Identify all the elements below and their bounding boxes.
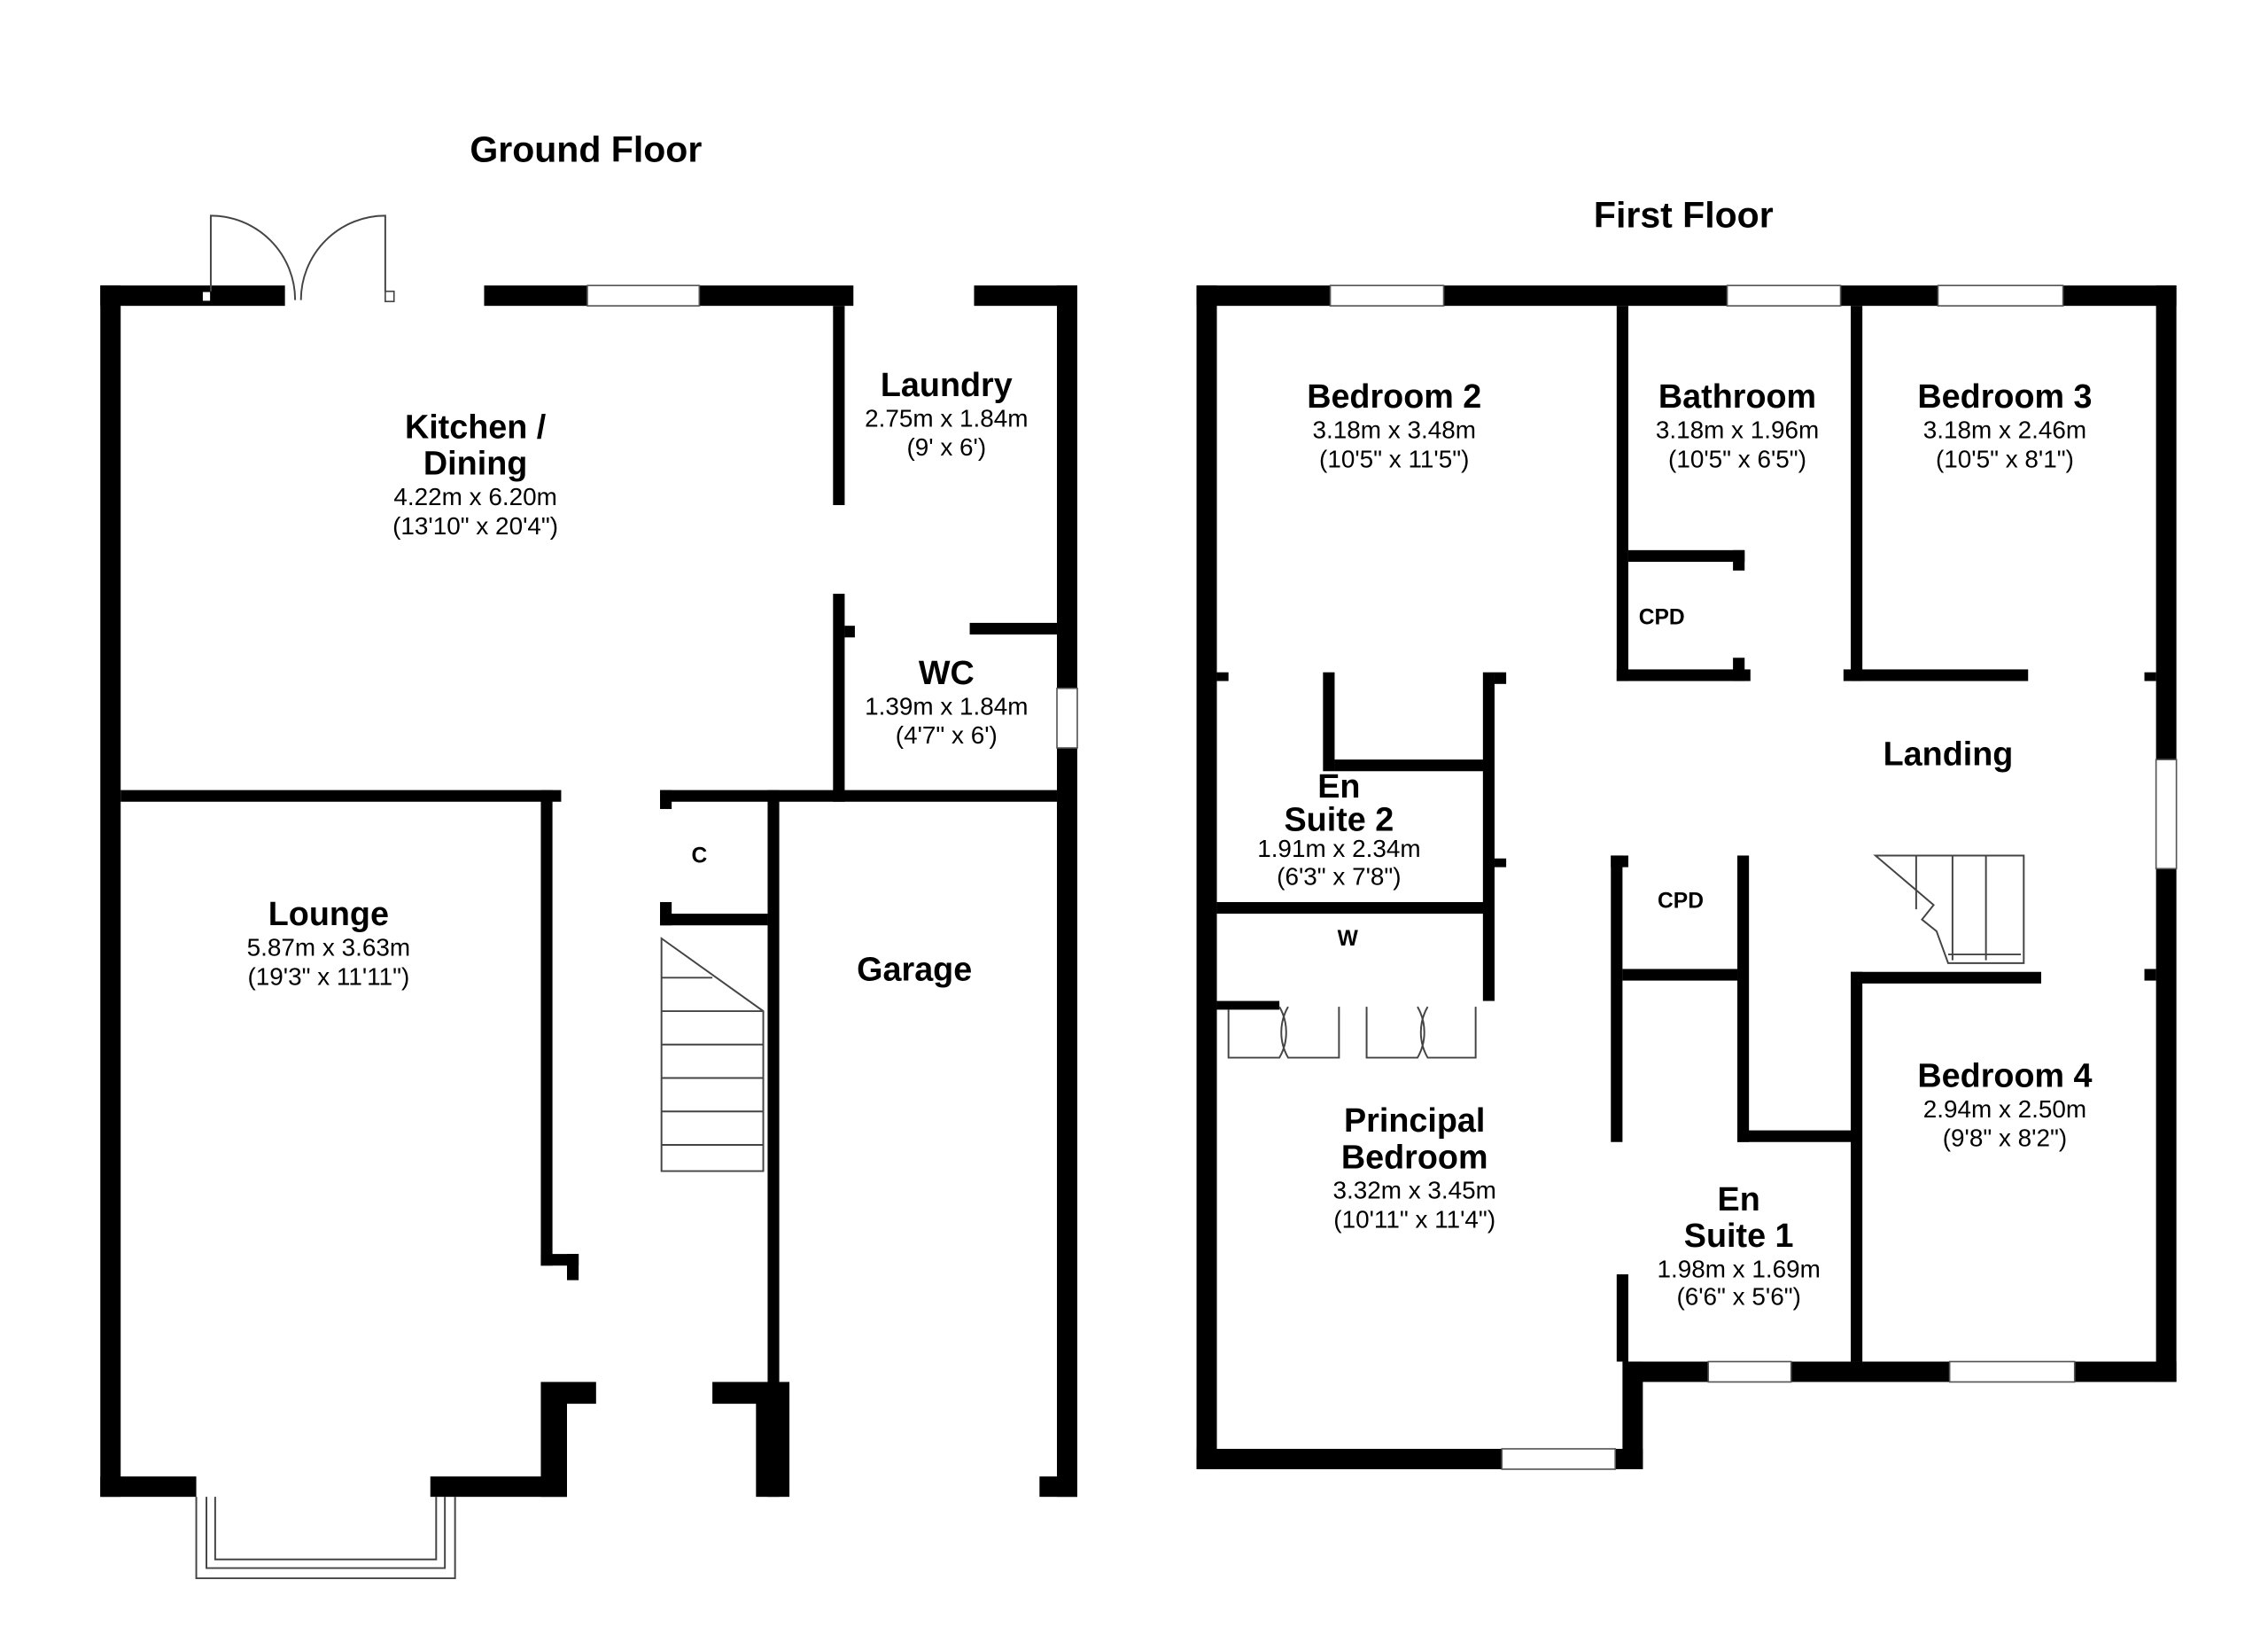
svg-text:(10'5" x 6'5"): (10'5" x 6'5") [1668,445,1806,472]
room-kitchen-dining: Kitchen / Dining 4.22m x 6.20m (13'10" x… [392,408,558,539]
svg-text:Bedroom 3: Bedroom 3 [1917,377,2092,415]
svg-text:1.98m x 1.69m: 1.98m x 1.69m [1657,1255,1820,1282]
svg-text:1.91m x 2.34m: 1.91m x 2.34m [1257,835,1420,862]
svg-text:(6'6" x 5'6"): (6'6" x 5'6") [1676,1283,1800,1311]
svg-text:(13'10" x 20'4"): (13'10" x 20'4") [392,512,558,540]
svg-text:(4'7" x 6'): (4'7" x 6') [896,721,998,749]
svg-text:(10'11" x 11'4"): (10'11" x 11'4") [1333,1206,1495,1234]
staircase [1873,854,2025,964]
room-en-suite-1: En Suite 1 1.98m x 1.69m (6'6" x 5'6") [1657,1180,1820,1311]
svg-text:1.39m x 1.84m: 1.39m x 1.84m [865,692,1028,720]
room-garage: Garage [857,951,972,988]
svg-text:Bedroom 2: Bedroom 2 [1307,377,1481,415]
wardrobe-doors [1227,1006,1477,1059]
svg-text:Suite 1: Suite 1 [1684,1217,1794,1254]
svg-text:Lounge: Lounge [268,895,389,932]
svg-text:(19'3" x 11'11"): (19'3" x 11'11") [247,963,409,991]
svg-text:(10'5" x 8'1"): (10'5" x 8'1") [1936,445,2074,472]
room-bedroom-4: Bedroom 4 2.94m x 2.50m (9'8" x 8'2") [1917,1056,2092,1151]
window [1056,687,1078,749]
room-principal-bedroom: Principal Bedroom 3.32m x 3.45m (10'11" … [1333,1101,1496,1233]
room-cupboard: C [691,844,707,868]
room-bedroom-3: Bedroom 3 3.18m x 2.46m (10'5" x 8'1") [1917,377,2092,472]
svg-text:En: En [1317,767,1360,805]
svg-text:3.18m x 1.96m: 3.18m x 1.96m [1656,416,1819,443]
window [1501,1448,1616,1470]
svg-text:(6'3" x 7'8"): (6'3" x 7'8") [1277,862,1401,890]
svg-text:Kitchen /: Kitchen / [405,408,547,445]
svg-text:2.75m x 1.84m: 2.75m x 1.84m [865,404,1028,432]
room-cpd: CPD [1639,606,1685,630]
room-bathroom: Bathroom 3.18m x 1.96m (10'5" x 6'5") [1656,377,1819,472]
room-landing: Landing [1884,735,2014,773]
ground-floor-plan: Ground Floor [100,129,1078,1580]
room-bedroom-2: Bedroom 2 3.18m x 3.48m (10'5" x 11'5") [1307,377,1481,472]
svg-text:5.87m x 3.63m: 5.87m x 3.63m [247,934,410,961]
svg-text:Laundry: Laundry [881,366,1013,403]
room-wardrobe: W [1338,927,1359,951]
window [1726,284,1842,307]
ground-floor-title: Ground Floor [470,129,702,170]
room-lounge: Lounge 5.87m x 3.63m (19'3" x 11'11") [247,895,410,990]
window [586,284,701,307]
window [1329,284,1445,307]
svg-text:(9' x 6'): (9' x 6') [906,433,986,461]
room-cpd: CPD [1658,890,1704,914]
svg-text:Principal: Principal [1344,1101,1485,1139]
svg-text:Suite 2: Suite 2 [1285,801,1394,838]
svg-text:WC: WC [919,654,975,691]
svg-text:(9'8" x 8'2"): (9'8" x 8'2") [1943,1125,2067,1152]
first-floor-title: First Floor [1594,195,1774,236]
french-doors [201,214,395,303]
svg-text:3.18m x 2.46m: 3.18m x 2.46m [1923,416,2086,443]
ground-floor-walls [100,285,1077,1498]
bay-window [195,1497,456,1580]
room-en-suite-2: En Suite 2 1.91m x 2.34m (6'3" x 7'8") [1257,767,1420,890]
window [1948,1360,2076,1383]
window [2155,759,2178,870]
svg-text:En: En [1718,1180,1760,1218]
svg-text:(10'5" x 11'5"): (10'5" x 11'5") [1319,445,1469,472]
room-wc: WC 1.39m x 1.84m (4'7" x 6') [865,654,1028,749]
room-laundry: Laundry 2.75m x 1.84m (9' x 6') [865,366,1028,461]
window [1937,284,2064,307]
svg-text:Dining: Dining [423,445,527,482]
staircase [660,937,765,1172]
first-floor-plan: First Floor [1196,195,2178,1470]
svg-text:Bedroom: Bedroom [1341,1138,1488,1175]
svg-text:Bedroom 4: Bedroom 4 [1917,1056,2092,1094]
svg-text:Bathroom: Bathroom [1658,377,1816,415]
svg-text:2.94m x 2.50m: 2.94m x 2.50m [1923,1095,2086,1123]
window [1707,1360,1792,1383]
svg-text:3.18m x 3.48m: 3.18m x 3.48m [1313,416,1476,443]
svg-text:4.22m x 6.20m: 4.22m x 6.20m [393,483,556,510]
svg-text:3.32m x 3.45m: 3.32m x 3.45m [1333,1177,1496,1204]
